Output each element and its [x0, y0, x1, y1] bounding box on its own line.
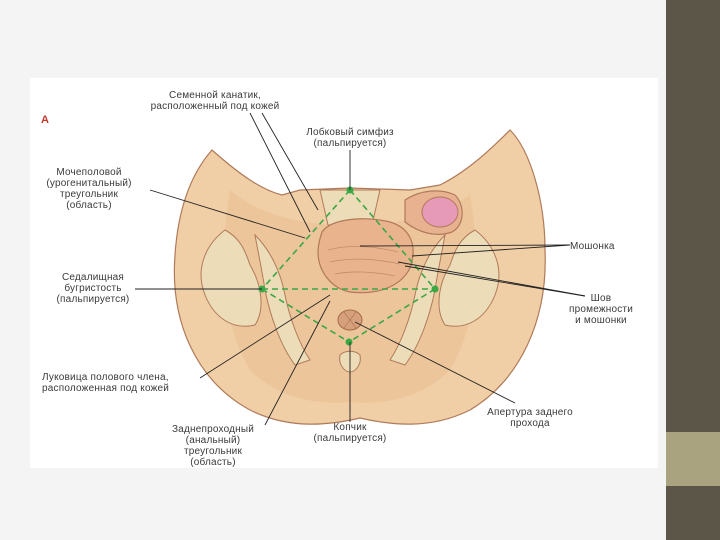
- label-anal-aperture: Апертура заднего прохода: [487, 407, 573, 429]
- label-anal-triangle: Заднепроходный (анальный) треугольник (о…: [171, 424, 255, 468]
- point-ischial-right: [431, 285, 439, 293]
- label-spermatic-cord: Семенной канатик, расположенный под коже…: [150, 90, 280, 112]
- slide-side-bar-accent: [666, 432, 720, 486]
- label-penile-bulb: Луковица полового члена, расположенная п…: [42, 372, 170, 394]
- pelvic-bone-right: [438, 229, 500, 327]
- label-pubic-symphysis: Лобковый симфиз (пальпируется): [306, 127, 394, 149]
- label-perineal-raphe: Шов промежности и мошонки: [568, 293, 633, 326]
- label-coccyx: Копчик (пальпируется): [313, 422, 387, 444]
- pelvic-bone-left: [200, 229, 262, 327]
- glans: [421, 196, 459, 228]
- label-urogenital-triangle: Мочеполовой (урогенитальный) треугольник…: [46, 167, 132, 211]
- label-scrotum: Мошонка: [570, 241, 615, 252]
- scrotum: [317, 218, 414, 294]
- panel-letter: A: [41, 114, 49, 126]
- point-coccyx: [345, 338, 353, 346]
- leader-lines: [135, 112, 586, 426]
- perineal-diamond: [261, 189, 436, 343]
- label-ischial-tuberosity: Седалищная бугристость (пальпируется): [56, 272, 130, 305]
